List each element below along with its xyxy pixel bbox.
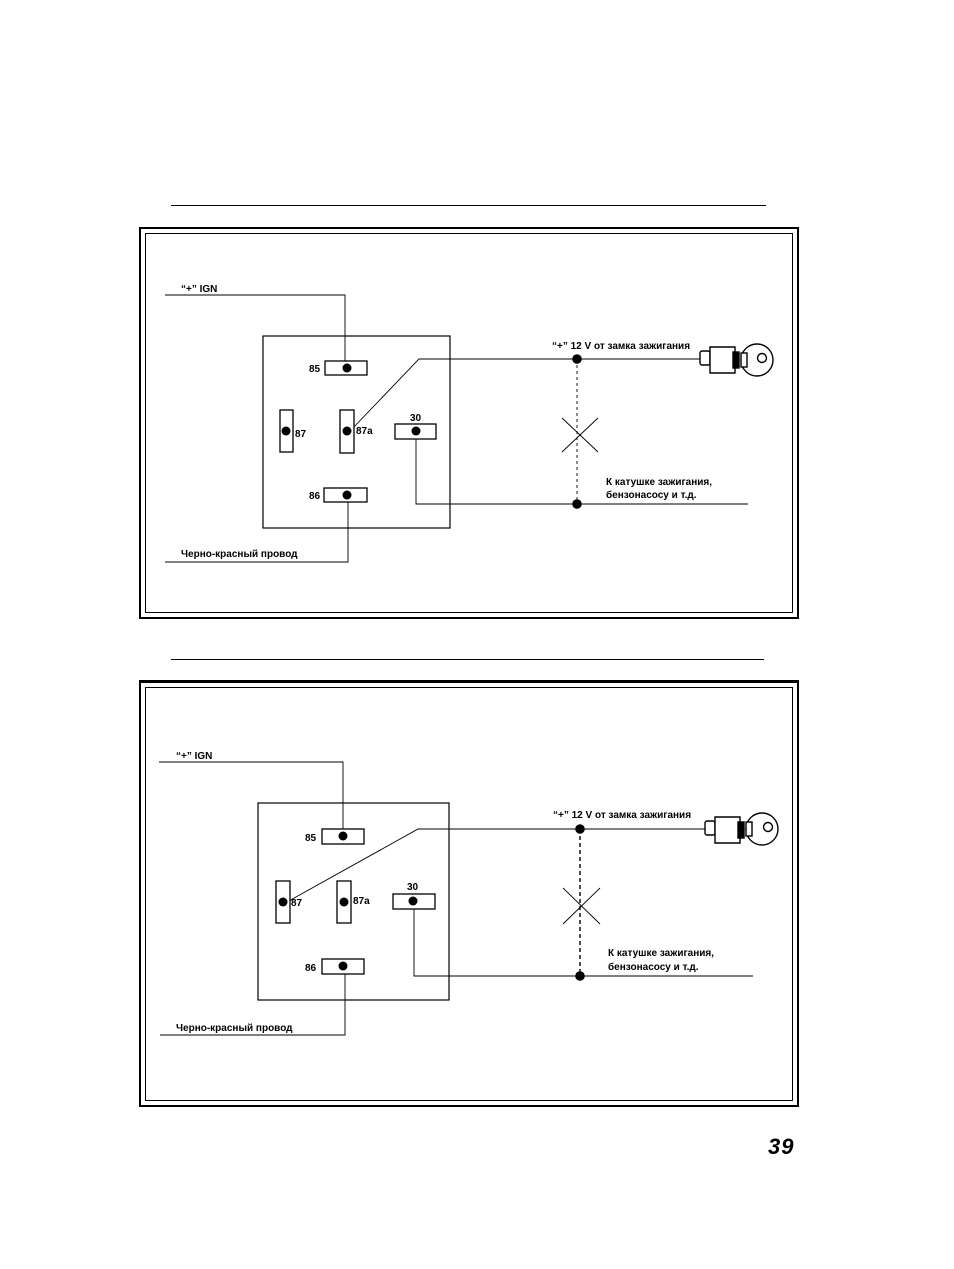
pin-87-label: 87 [291,898,303,909]
pin-85-label: 85 [305,833,317,844]
pin-30-label: 30 [407,882,419,893]
ign-wire [159,762,343,830]
ign-label: “+” IGN [176,751,212,762]
junction-dot-load [575,971,585,981]
pin-86-label: 86 [305,963,317,974]
pin-87a-label: 87a [353,896,370,907]
page-number: 39 [768,1134,794,1160]
load-wire [414,908,753,976]
relay-wiring-diagram-2: “+” IGN 85 86 87 87a 30 “+” 12 V от замк… [0,0,954,1120]
junction-dot-supply [575,824,585,834]
load-label-line2: бензонасосу и т.д. [608,961,699,973]
supply-label: “+” 12 V от замка зажигания [553,810,691,821]
load-label-line1: К катушке зажигания, [608,948,714,959]
wire-label: Черно-красный провод [176,1023,293,1034]
ignition-key-icon [705,813,778,845]
